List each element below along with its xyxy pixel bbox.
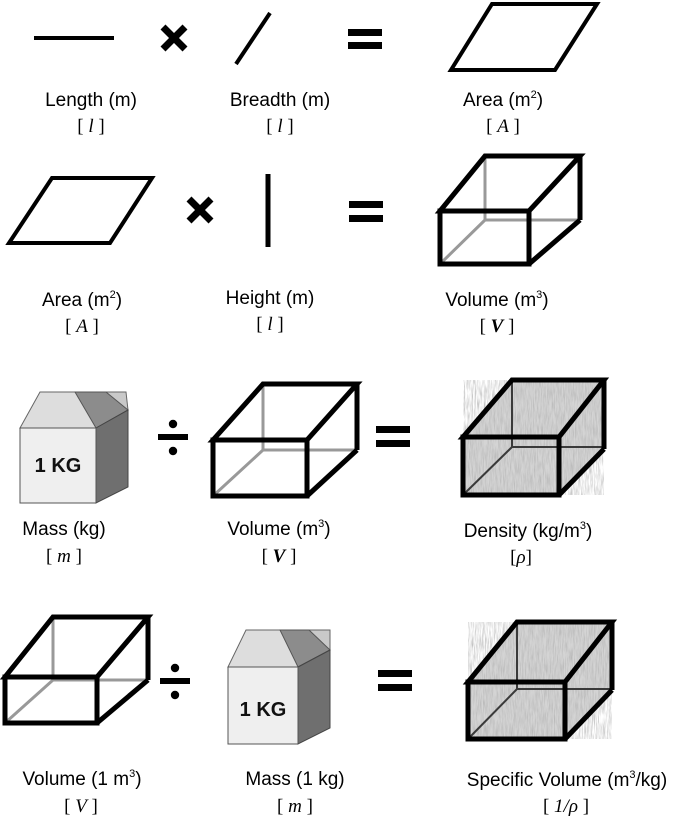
volume-label: Volume (1 m3) [22,768,141,790]
breadth-line-icon [234,11,272,66]
specific-volume-label: Specific Volume (m3/kg) [467,769,667,791]
density-label: Density (kg/m3) [464,520,593,542]
length-symbol: [ l ] [77,116,104,137]
divide-operator [160,663,190,700]
area-parallelogram-icon [5,176,156,245]
row-area-equation [34,1,601,72]
equals-operator [376,426,410,447]
equals-operator [348,29,382,49]
row-density-equation: 1 KG [19,377,610,504]
times-operator [186,196,214,224]
area-parallelogram-icon [447,1,601,72]
volume-cube-icon [207,381,363,499]
equals-operator [378,670,412,691]
area-label: Area (m2) [42,289,122,311]
mass-symbol: [ m ] [277,796,313,817]
mass-label: Mass (kg) [22,519,105,540]
breadth-symbol: [ l ] [266,116,293,137]
row-specific-volume-equation: 1 KG [0,614,618,745]
density-symbol: [ρ] [510,547,532,568]
specific-volume-cube-icon [462,619,618,742]
equals-operator [349,201,383,222]
mass-block-icon: 1 KG [19,391,129,504]
density-cube-icon [457,377,610,498]
times-operator [160,24,188,52]
volume-cube-icon [434,153,586,267]
mass-label: Mass (1 kg) [245,769,344,790]
divide-operator [158,419,188,456]
volume-label: Volume (m3) [227,518,330,540]
mass-block-label: 1 KG [35,455,82,477]
volume-symbol: [ V ] [480,316,515,337]
volume-symbol: [ V ] [64,796,98,817]
height-symbol: [ l ] [256,314,283,335]
area-label: Area (m2) [463,89,543,111]
breadth-label: Breadth (m) [230,90,330,111]
area-symbol: [ A ] [486,116,520,137]
mass-block-label: 1 KG [240,699,287,721]
volume-cube-icon [0,614,154,726]
volume-symbol: [ V ] [262,546,297,567]
area-symbol: [ A ] [65,316,99,337]
length-label: Length (m) [45,90,137,111]
mass-symbol: [ m ] [46,546,82,567]
row-volume-equation [5,153,586,267]
specific-volume-symbol: [ 1/ρ ] [543,796,589,817]
mass-block-icon: 1 KG [227,629,331,745]
volume-label: Volume (m3) [445,289,548,311]
height-label: Height (m) [226,288,315,309]
